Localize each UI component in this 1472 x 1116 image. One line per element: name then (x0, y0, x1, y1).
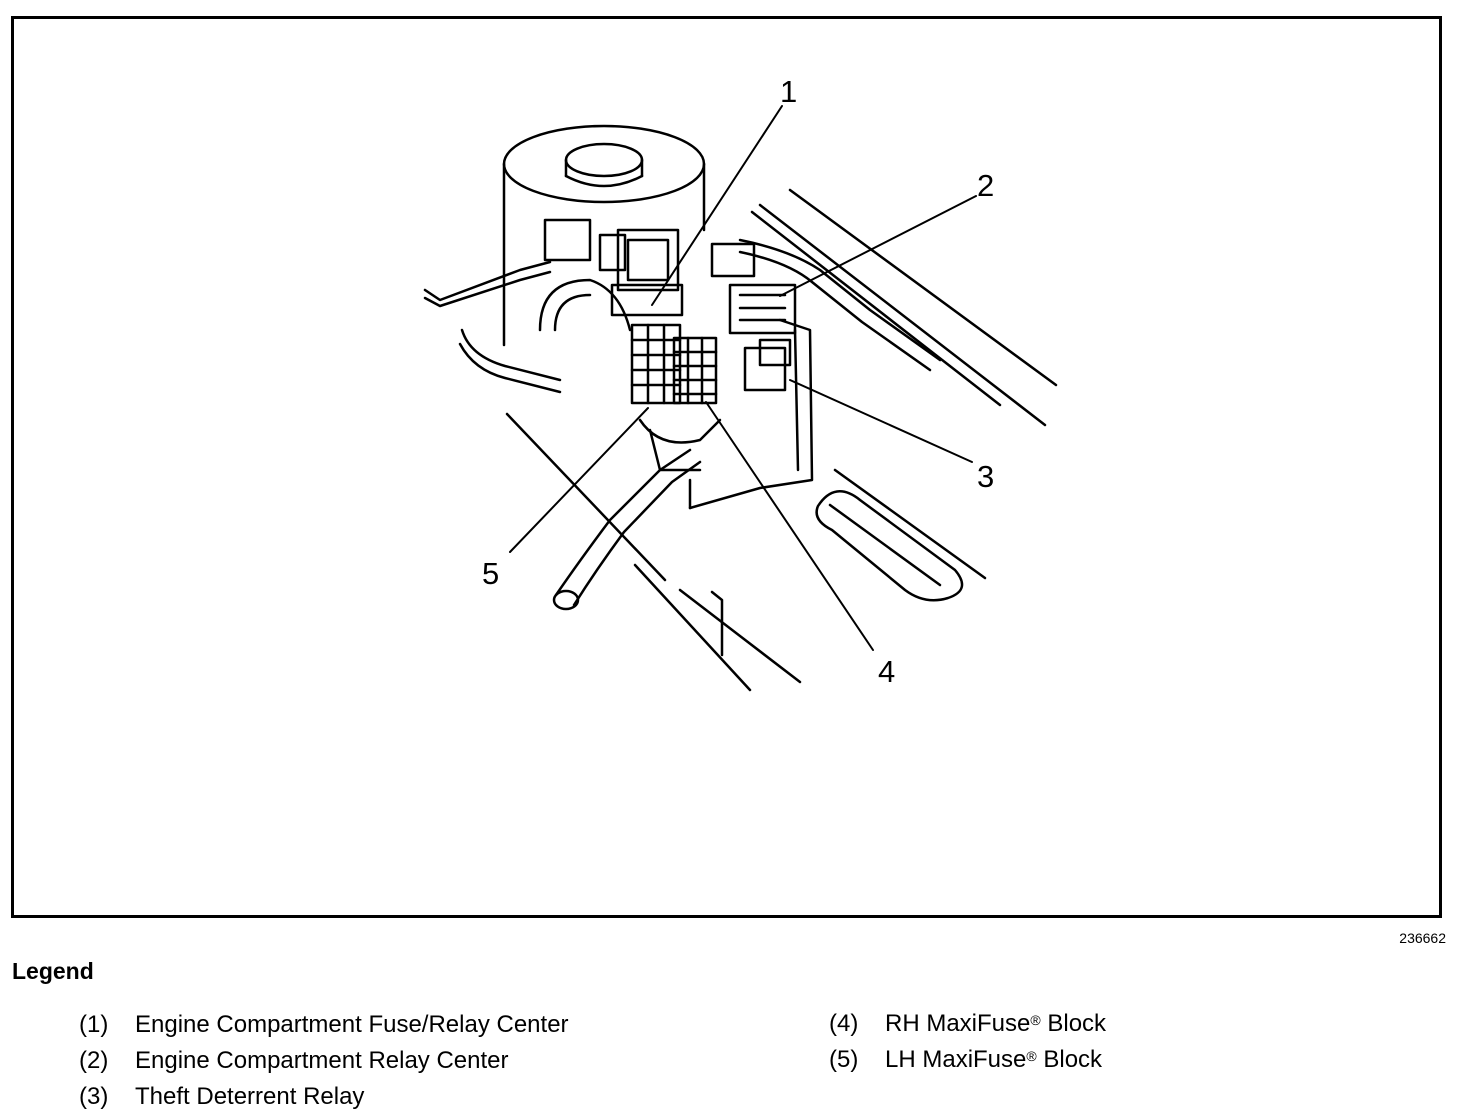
figure-id: 236662 (1399, 930, 1446, 946)
legend-list-right: (4)RH MaxiFuse® Block (5)LH MaxiFuse® Bl… (829, 1006, 1106, 1078)
legend-item-text: Engine Compartment Relay Center (135, 1047, 509, 1074)
legend-item-suffix: Block (1040, 1010, 1107, 1037)
legend-item-number: (1) (79, 1011, 109, 1038)
legend-item-text: Theft Deterrent Relay (135, 1083, 365, 1110)
legend-item: (1) Engine Compartment Fuse/Relay Center (79, 1007, 569, 1043)
legend-item: (5) LH MaxiFuse® Block (829, 1042, 1106, 1078)
illustration-frame (11, 16, 1442, 918)
frame-rails (505, 412, 802, 692)
harness-left (423, 260, 632, 394)
harness-right (738, 238, 942, 372)
legend-list-left: (1)Engine Compartment Fuse/Relay Center … (79, 1007, 569, 1115)
air-cleaner-housing (502, 124, 706, 347)
lh-maxifuse-block (630, 323, 682, 405)
legend-item-number: (4) (829, 1010, 859, 1037)
callout-4: 4 (878, 654, 895, 689)
registered-mark: ® (1026, 1048, 1037, 1064)
oval-opening (815, 490, 964, 602)
rh-maxifuse-block (672, 336, 718, 405)
legend-item-number: (3) (79, 1083, 109, 1110)
legend-item-text: Engine Compartment Fuse/Relay Center (135, 1011, 569, 1038)
callout-5: 5 (482, 556, 499, 591)
fender-lines (750, 188, 1058, 580)
callout-leaders (509, 105, 977, 651)
legend-item-number: (2) (79, 1047, 109, 1074)
legend-title: Legend (12, 958, 94, 984)
legend-item-text: RH MaxiFuse (885, 1010, 1031, 1037)
legend-item: (3) Theft Deterrent Relay (79, 1079, 569, 1115)
legend-item: (4) RH MaxiFuse® Block (829, 1006, 1106, 1042)
fuse-relay-center (543, 218, 756, 317)
relay-center (728, 283, 797, 335)
theft-deterrent-relay (743, 338, 792, 392)
legend-item-suffix: Block (1036, 1046, 1103, 1073)
callout-1: 1 (780, 74, 797, 109)
harness-lower (552, 448, 702, 611)
callout-3: 3 (977, 459, 994, 494)
callout-2: 2 (977, 168, 994, 203)
mounting-bracket (638, 318, 814, 510)
legend-item-text: LH MaxiFuse (885, 1046, 1027, 1073)
legend-item: (2) Engine Compartment Relay Center (79, 1043, 569, 1079)
legend-item-number: (5) (829, 1046, 859, 1073)
registered-mark: ® (1030, 1012, 1041, 1028)
